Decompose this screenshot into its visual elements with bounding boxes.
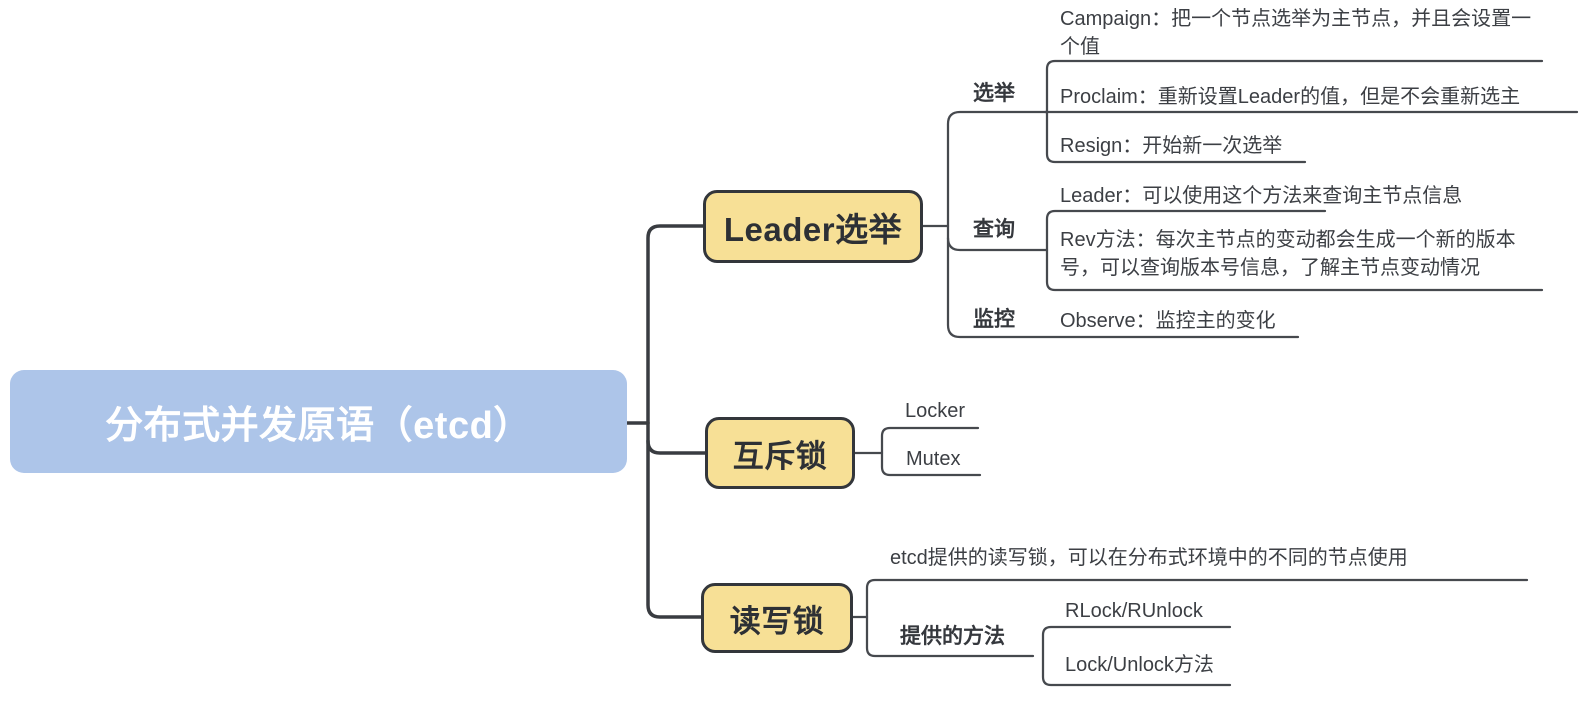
leaf-observe: Observe：监控主的变化 bbox=[1060, 310, 1276, 332]
leaf-campaign: Campaign：把一个节点选举为主节点，并且会设置一个值 bbox=[1060, 8, 1532, 58]
category-query: 查询 bbox=[973, 218, 1015, 241]
branch-rw-lock: 读写锁 bbox=[701, 583, 853, 653]
connector-query-underline bbox=[946, 236, 1049, 252]
leaf-rev-method: Rev方法：每次主节点的变动都会生成一个新的版本号，可以查询版本号信息，了解主节… bbox=[1060, 229, 1516, 279]
root-node: 分布式并发原语（etcd） bbox=[10, 370, 627, 473]
connector-rwlock-bracket bbox=[865, 578, 1529, 658]
leaf-resign: Resign：开始新一次选举 bbox=[1060, 135, 1283, 157]
leaf-rwlock-note: etcd提供的读写锁，可以在分布式环境中的不同的节点使用 bbox=[890, 547, 1408, 569]
leaf-proclaim: Proclaim：重新设置Leader的值，但是不会重新选主 bbox=[1060, 86, 1521, 108]
branch-mutex-lock: 互斥锁 bbox=[705, 417, 855, 489]
leaf-locker: Locker bbox=[905, 400, 966, 422]
connector-query-bracket bbox=[1045, 209, 1544, 292]
leaf-lock-unlock: Lock/Unlock方法 bbox=[1065, 654, 1214, 676]
leaf-rlock-runlock: RLock/RUnlock bbox=[1065, 600, 1203, 622]
connector-leader-spine bbox=[946, 110, 1300, 339]
leaf-mutex: Mutex bbox=[906, 448, 961, 470]
category-monitor: 监控 bbox=[973, 308, 1015, 331]
branch-leader-election: Leader选举 bbox=[703, 190, 923, 263]
category-election: 选举 bbox=[973, 82, 1015, 105]
category-provided-methods: 提供的方法 bbox=[900, 625, 1005, 648]
leaf-leader-method: Leader：可以使用这个方法来查询主节点信息 bbox=[1060, 185, 1463, 207]
connector-methods-bracket bbox=[1041, 625, 1232, 687]
connector-election-bracket bbox=[1045, 59, 1544, 164]
connector-main-spine bbox=[646, 224, 705, 619]
connector-branch-mutex bbox=[646, 439, 707, 455]
connector-mutex-bracket bbox=[880, 426, 982, 477]
